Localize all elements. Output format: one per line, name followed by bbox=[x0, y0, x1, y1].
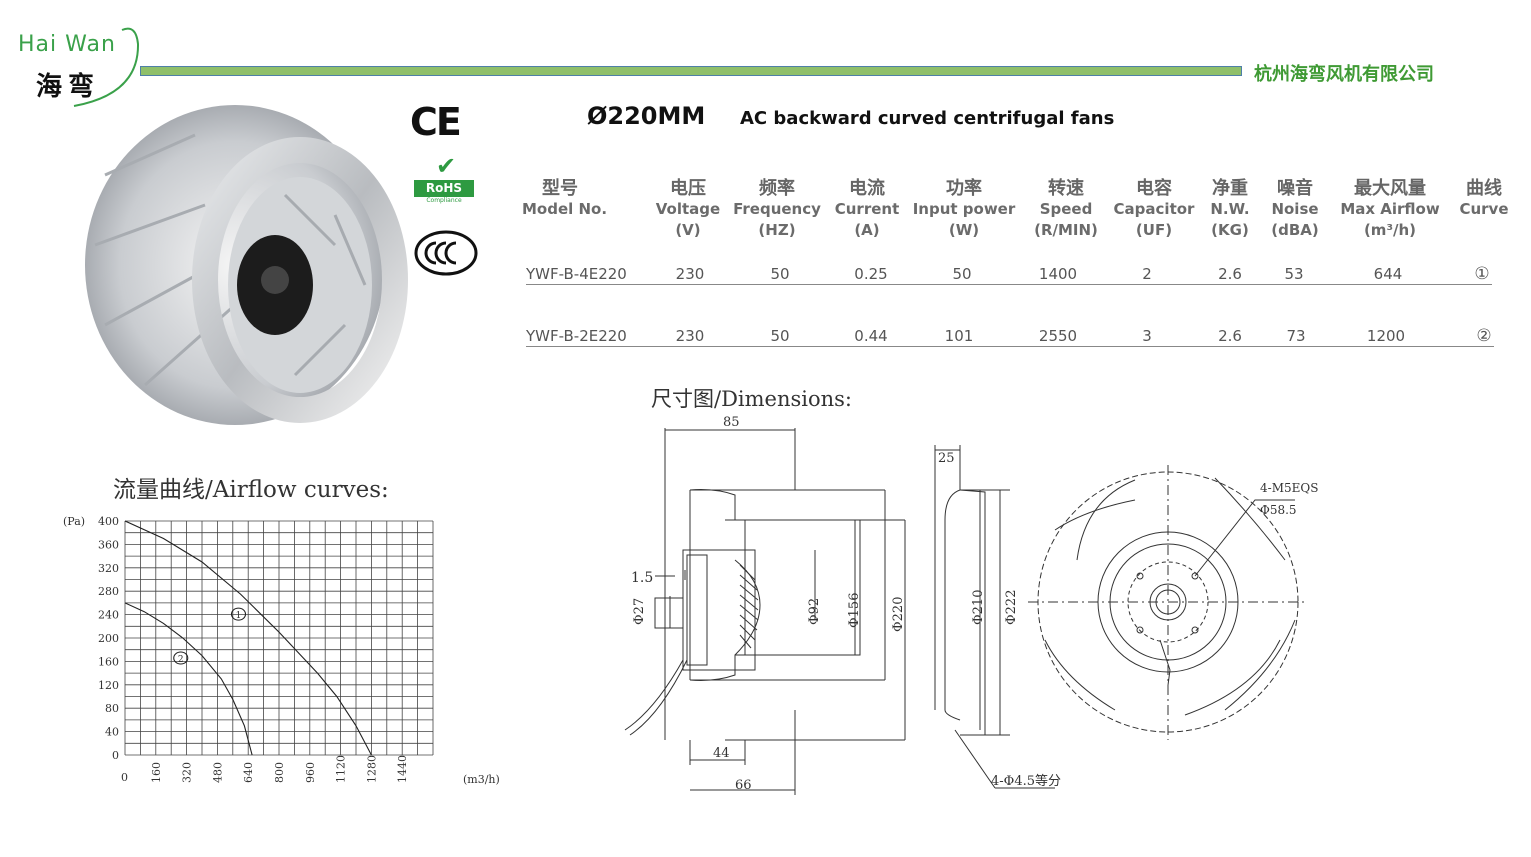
col-header-model: 型号 Model No. bbox=[522, 178, 608, 218]
cell-current-2: 0.44 bbox=[854, 327, 888, 345]
check-icon: ✔ bbox=[436, 152, 457, 180]
cell-current-1: 0.25 bbox=[854, 265, 888, 283]
cell-airflow-2: 1200 bbox=[1366, 327, 1406, 345]
cell-capacitor-2: 3 bbox=[1142, 327, 1152, 345]
cell-model-2: YWF-B-2E220 bbox=[526, 327, 627, 345]
y-tick-label: 280 bbox=[98, 585, 119, 598]
y-axis-label: (Pa) bbox=[63, 515, 85, 528]
cell-weight-1: 2.6 bbox=[1218, 265, 1242, 283]
col-header-weight: 净重 N.W. (KG) bbox=[1210, 178, 1250, 239]
cell-noise-1: 53 bbox=[1284, 265, 1304, 283]
model-size-title: Ø220MM bbox=[587, 102, 706, 130]
y-tick-label: 320 bbox=[98, 562, 119, 575]
col-header-current: 电流 Current (A) bbox=[834, 178, 900, 239]
x-tick-label: 960 bbox=[304, 762, 317, 783]
ccc-mark-icon bbox=[414, 230, 478, 276]
y-tick-label: 0 bbox=[112, 749, 119, 762]
dim-m5: 4-M5EQS bbox=[1260, 481, 1318, 495]
col-header-airflow: 最大风量 Max Airflow (m³/h) bbox=[1340, 178, 1440, 239]
y-tick-label: 160 bbox=[98, 655, 119, 668]
dim-66: 66 bbox=[735, 778, 752, 793]
x-tick-label: 480 bbox=[211, 762, 224, 783]
dim-44: 44 bbox=[713, 746, 730, 761]
dim-85: 85 bbox=[723, 415, 740, 430]
cell-power-1: 50 bbox=[952, 265, 972, 283]
dim-25: 25 bbox=[938, 451, 955, 466]
dimensions-title: 尺寸图/Dimensions: bbox=[651, 387, 853, 411]
cell-frequency-1: 50 bbox=[770, 265, 790, 283]
cell-speed-2: 2550 bbox=[1038, 327, 1078, 345]
logo-text-cn: 海弯 bbox=[36, 72, 101, 102]
y-tick-label: 200 bbox=[98, 632, 119, 645]
x-tick-label: 160 bbox=[150, 762, 163, 783]
cell-model-1: YWF-B-4E220 bbox=[526, 265, 627, 283]
col-header-voltage: 电压 Voltage (V) bbox=[655, 178, 721, 239]
x-tick-label: 1440 bbox=[396, 755, 409, 783]
series-label-circle bbox=[230, 607, 247, 621]
series-line-1 bbox=[124, 520, 372, 756]
col-header-frequency: 频率 Frequency (HZ) bbox=[733, 178, 821, 239]
series-line-2 bbox=[124, 602, 253, 756]
series-label-circle bbox=[173, 651, 189, 665]
col-header-speed: 转速 Speed (R/MIN) bbox=[1034, 178, 1098, 239]
dim-1-5: 1.5 bbox=[631, 570, 653, 586]
dim-27: Φ27 bbox=[632, 598, 647, 625]
fan-image bbox=[85, 105, 408, 425]
cell-airflow-1: 644 bbox=[1373, 265, 1403, 283]
dim-58-5: Φ58.5 bbox=[1260, 503, 1297, 517]
x-tick-label: 800 bbox=[273, 762, 286, 783]
header-divider bbox=[140, 66, 1242, 76]
cell-voltage-1: 230 bbox=[675, 265, 705, 283]
logo-text-en: Hai Wan bbox=[18, 32, 116, 57]
y-tick-label: 40 bbox=[105, 726, 119, 739]
cell-speed-1: 1400 bbox=[1038, 265, 1078, 283]
row-divider bbox=[526, 284, 1492, 285]
ce-mark: CE bbox=[410, 100, 462, 144]
y-tick-label: 240 bbox=[98, 609, 119, 622]
series-label-1: 1 bbox=[236, 611, 242, 621]
y-tick-label: 120 bbox=[98, 679, 119, 692]
dim-156: Φ156 bbox=[847, 593, 862, 628]
y-tick-label: 360 bbox=[98, 538, 119, 551]
cell-curve-1: ① bbox=[1474, 264, 1490, 284]
cell-power-2: 101 bbox=[944, 327, 974, 345]
logo-swoosh bbox=[73, 27, 140, 107]
company-name: 杭州海弯风机有限公司 bbox=[1254, 64, 1434, 85]
dim-92: Φ92 bbox=[807, 598, 822, 625]
cell-voltage-2: 230 bbox=[675, 327, 705, 345]
dim-210: Φ210 bbox=[971, 590, 986, 625]
x-tick-label: 320 bbox=[181, 762, 194, 783]
cell-capacitor-1: 2 bbox=[1142, 265, 1152, 283]
col-header-noise: 噪音 Noise (dBA) bbox=[1271, 178, 1319, 239]
y-tick-label: 80 bbox=[105, 702, 119, 715]
dimension-drawing: 85 1.5 Φ27 Φ92 Φ156 Φ220 44 66 25 Φ210 Φ… bbox=[624, 415, 1318, 795]
cell-curve-2: ② bbox=[1476, 326, 1492, 346]
cell-noise-2: 73 bbox=[1286, 327, 1306, 345]
product-title: AC backward curved centrifugal fans bbox=[740, 108, 1115, 129]
col-header-curve: 曲线 Curve bbox=[1459, 178, 1509, 218]
rohs-compliance-label: Compliance bbox=[426, 197, 462, 204]
row-divider bbox=[526, 346, 1494, 347]
col-header-capacitor: 电容 Capacitor (UF) bbox=[1113, 178, 1195, 239]
cell-weight-2: 2.6 bbox=[1218, 327, 1242, 345]
x-tick-label: 640 bbox=[242, 762, 255, 783]
airflow-title: 流量曲线/Airflow curves: bbox=[113, 477, 389, 503]
x-tick-label: 1120 bbox=[335, 755, 348, 783]
x-tick-label: 1280 bbox=[365, 755, 378, 783]
dim-220: Φ220 bbox=[891, 597, 906, 632]
rohs-badge: RoHS bbox=[414, 180, 474, 197]
x-tick-label: 0 bbox=[121, 771, 128, 784]
series-label-2: 2 bbox=[178, 655, 184, 665]
x-axis-label: (m3/h) bbox=[463, 773, 500, 786]
cell-frequency-2: 50 bbox=[770, 327, 790, 345]
dim-222: Φ222 bbox=[1004, 590, 1019, 625]
col-header-power: 功率 Input power (W) bbox=[912, 178, 1016, 239]
y-tick-label: 400 bbox=[98, 515, 119, 528]
dim-holes: 4-Φ4.5等分 bbox=[991, 773, 1061, 789]
